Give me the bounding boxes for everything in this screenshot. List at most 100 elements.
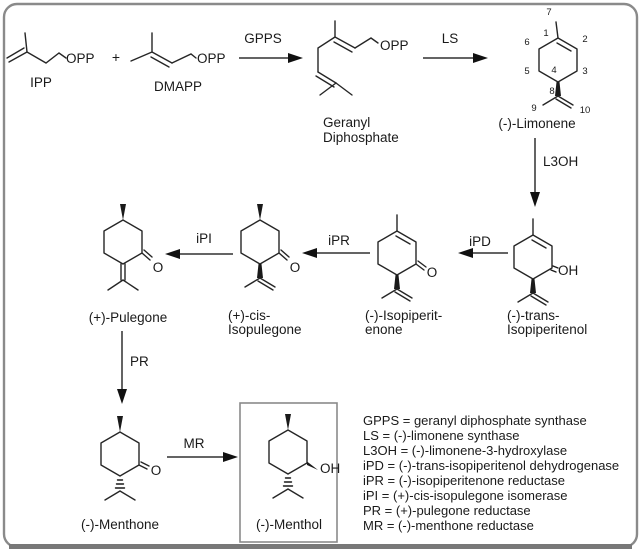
bond: [517, 292, 534, 303]
arrow-head: [473, 53, 488, 63]
atom-number-2: 2: [582, 34, 587, 45]
opp-group-label: OPP: [66, 51, 95, 66]
arrow-ipr: iPR: [302, 233, 370, 258]
opp-group-label: OPP: [380, 38, 409, 53]
bond: [24, 32, 67, 64]
carbonyl-double-bond: [138, 461, 150, 470]
legend-line-l3oh: L3OH = (-)-limonene-3-hydroxylase: [363, 443, 567, 458]
wedge-methyl: [257, 204, 263, 220]
double-bond: [555, 95, 574, 109]
ring-bond: [377, 230, 417, 276]
enzyme-label-ipi: iPI: [196, 231, 212, 246]
molecule-label-line1: (+)-cis-: [228, 308, 270, 323]
bond: [381, 288, 398, 299]
molecule-label-line2: Isopulegone: [228, 322, 302, 337]
double-bond: [315, 71, 337, 88]
wedge-bond: [530, 279, 536, 293]
arrow-pr: PR: [117, 331, 149, 404]
molecule-label: (-)-Limonene: [498, 116, 575, 131]
molecule-label-line1: Geranyl: [323, 115, 370, 130]
molecule-label-line1: (-)-Isopiperit-: [365, 308, 442, 323]
double-bond: [394, 288, 413, 302]
enzyme-label-mr: MR: [184, 436, 205, 451]
arrow-head: [117, 389, 127, 404]
legend-line-ipi: iPI = (+)-cis-isopulegone isomerase: [363, 488, 567, 503]
ring-double-bond: [556, 42, 572, 52]
molecule-label: (+)-Pulegone: [89, 310, 167, 325]
bond: [317, 20, 379, 96]
ring-bond: [268, 429, 308, 475]
enzyme-label-ls: LS: [442, 31, 459, 46]
menthol-product-box: [239, 402, 338, 543]
molecule-isopulegone: O (+)-cis- Isopulegone: [228, 204, 302, 337]
legend-line-mr: MR = (-)-menthone reductase: [363, 518, 534, 533]
enzyme-label-pr: PR: [130, 354, 149, 369]
molecule-ipp: OPP IPP: [6, 32, 95, 90]
molecule-label-line1: (-)-trans-: [507, 308, 560, 323]
arrow-l3oh: L3OH: [530, 138, 578, 207]
hash-bond-oh: [550, 265, 559, 273]
oh-group-label: OH: [558, 263, 578, 278]
ketone-o-label: O: [427, 265, 438, 280]
molecule-geranyl-diphosphate: OPP Geranyl Diphosphate: [315, 20, 409, 145]
wedge-methyl: [285, 414, 291, 430]
ketone-o-label: O: [290, 260, 301, 275]
molecule-menthol: OH (-)-Menthol: [239, 402, 340, 543]
arrow-head: [165, 249, 180, 259]
ring-double-bond: [531, 239, 547, 249]
molecule-label-line2: Isopiperitenol: [507, 322, 587, 337]
arrow-ipd: iPD: [458, 234, 508, 258]
wedge-bond-oh: [307, 461, 318, 470]
exocyclic-double-bond: [120, 263, 126, 281]
double-bond: [150, 51, 173, 68]
legend-line-gpps: GPPS = geranyl diphosphate synthase: [363, 413, 587, 428]
molecule-label-line2: Diphosphate: [323, 130, 399, 145]
enzyme-label-gpps: GPPS: [244, 31, 282, 46]
atom-number-1: 1: [543, 28, 548, 39]
arrow-ls: LS: [423, 31, 488, 63]
wedge-methyl: [120, 204, 126, 220]
opp-group-label: OPP: [197, 51, 226, 66]
ring-bond: [103, 219, 143, 265]
legend-line-ipr: iPR = (-)-isopiperitenone reductase: [363, 473, 565, 488]
bond: [104, 490, 136, 501]
molecule-pulegone: O (+)-Pulegone: [89, 204, 167, 325]
arrow-head: [530, 192, 540, 207]
molecule-limonene: 7 1 2 6 5 4 3 8 9 10 (-)-Limonene: [498, 7, 590, 131]
arrow-head: [302, 248, 317, 258]
ring-bond: [513, 234, 553, 280]
legend: GPPS = geranyl diphosphate synthase LS =…: [363, 413, 619, 533]
molecule-isopiperitenone: O (-)-Isopiperit- enone: [365, 214, 442, 337]
arrow-head: [288, 53, 303, 63]
molecule-dmapp: OPP DMAPP: [130, 32, 226, 94]
wedge-bond: [555, 82, 561, 96]
ring-bond: [100, 431, 140, 477]
oh-group-label: OH: [320, 461, 340, 476]
molecule-label: IPP: [30, 75, 52, 90]
molecule-isopiperitenol: OH (-)-trans- Isopiperitenol: [507, 218, 587, 337]
enzyme-label-ipr: iPR: [328, 233, 350, 248]
bond: [272, 488, 304, 499]
carbonyl-double-bond: [141, 249, 153, 261]
molecule-label: (-)-Menthol: [256, 517, 322, 532]
bond: [130, 32, 197, 64]
bond: [244, 277, 261, 288]
carbonyl-double-bond: [415, 260, 427, 271]
atom-number-10: 10: [580, 105, 591, 116]
legend-line-pr: PR = (+)-pulegone reductase: [363, 503, 531, 518]
wedge-methyl: [117, 416, 123, 432]
arrow-head: [458, 248, 473, 258]
atom-number-5: 5: [524, 66, 529, 77]
methyl-bond: [555, 21, 559, 39]
wedge-bond: [394, 275, 400, 289]
arrow-ipi: iPI: [165, 231, 233, 259]
ketone-o-label: O: [153, 260, 164, 275]
ring-bond: [240, 219, 280, 265]
arrow-gpps: GPPS: [239, 31, 303, 63]
arrow-mr: MR: [167, 436, 238, 462]
arrow-head: [223, 452, 238, 462]
hash-bond: [282, 477, 294, 487]
bond: [542, 95, 559, 106]
molecule-menthone: O (-)-Menthone: [81, 416, 161, 532]
